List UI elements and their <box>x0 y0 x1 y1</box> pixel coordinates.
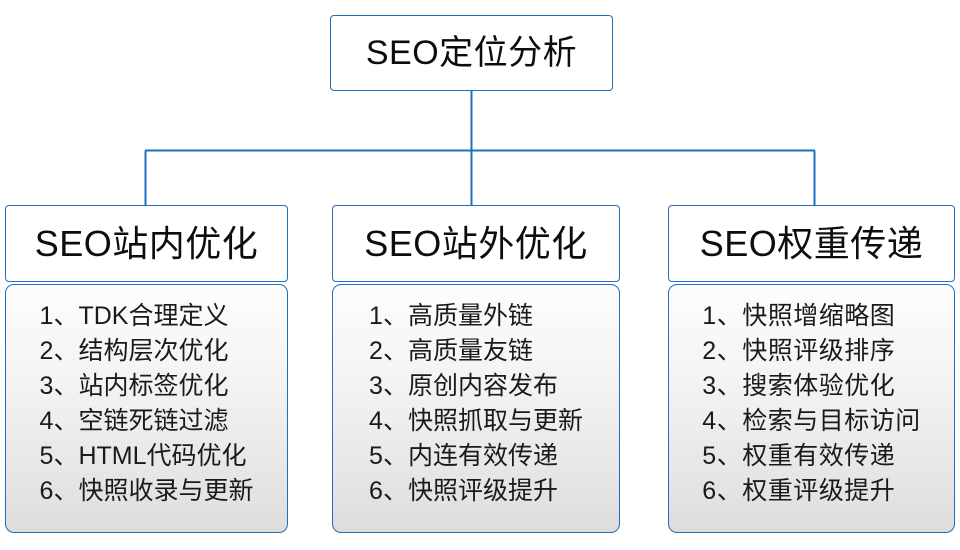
branch-header-label: SEO站外优化 <box>364 222 588 264</box>
list-item: 5、内连有效传递 <box>369 442 558 470</box>
branch-column-weight-transfer: SEO权重传递 1、快照增缩略图 2、快照评级排序 3、搜索体验优化 4、检索与… <box>668 205 955 533</box>
branch-list-on-site: 1、TDK合理定义 2、结构层次优化 3、站内标签优化 4、空链死链过滤 5、H… <box>5 284 288 533</box>
branch-header-label: SEO站内优化 <box>34 222 259 264</box>
list-item: 4、空链死链过滤 <box>39 407 229 435</box>
list-item: 5、HTML代码优化 <box>39 442 247 470</box>
branch-header-on-site: SEO站内优化 <box>5 205 288 282</box>
branch-header-weight-transfer: SEO权重传递 <box>668 205 955 282</box>
list-item: 2、快照评级排序 <box>702 337 896 365</box>
list-item: 1、TDK合理定义 <box>39 302 229 330</box>
branch-list-off-site: 1、高质量外链 2、高质量友链 3、原创内容发布 4、快照抓取与更新 5、内连有… <box>332 284 620 533</box>
list-item: 6、权重评级提升 <box>702 477 896 505</box>
branch-header-off-site: SEO站外优化 <box>332 205 620 282</box>
list-item: 6、快照收录与更新 <box>39 477 254 505</box>
branch-column-off-site: SEO站外优化 1、高质量外链 2、高质量友链 3、原创内容发布 4、快照抓取与… <box>332 205 620 533</box>
list-item: 1、快照增缩略图 <box>702 302 896 330</box>
root-node: SEO定位分析 <box>330 15 613 91</box>
list-item: 5、权重有效传递 <box>702 442 896 470</box>
list-item: 3、站内标签优化 <box>39 372 229 400</box>
branch-column-on-site: SEO站内优化 1、TDK合理定义 2、结构层次优化 3、站内标签优化 4、空链… <box>5 205 288 533</box>
branch-header-label: SEO权重传递 <box>699 222 924 264</box>
list-item: 1、高质量外链 <box>369 302 533 330</box>
list-item: 3、搜索体验优化 <box>702 372 896 400</box>
list-item: 3、原创内容发布 <box>369 372 558 400</box>
branch-list-weight-transfer: 1、快照增缩略图 2、快照评级排序 3、搜索体验优化 4、检索与目标访问 5、权… <box>668 284 955 533</box>
list-item: 2、高质量友链 <box>369 337 533 365</box>
root-node-label: SEO定位分析 <box>365 34 578 72</box>
list-item: 4、检索与目标访问 <box>702 407 921 435</box>
list-item: 2、结构层次优化 <box>39 337 229 365</box>
list-item: 6、快照评级提升 <box>369 477 558 505</box>
list-item: 4、快照抓取与更新 <box>369 407 583 435</box>
